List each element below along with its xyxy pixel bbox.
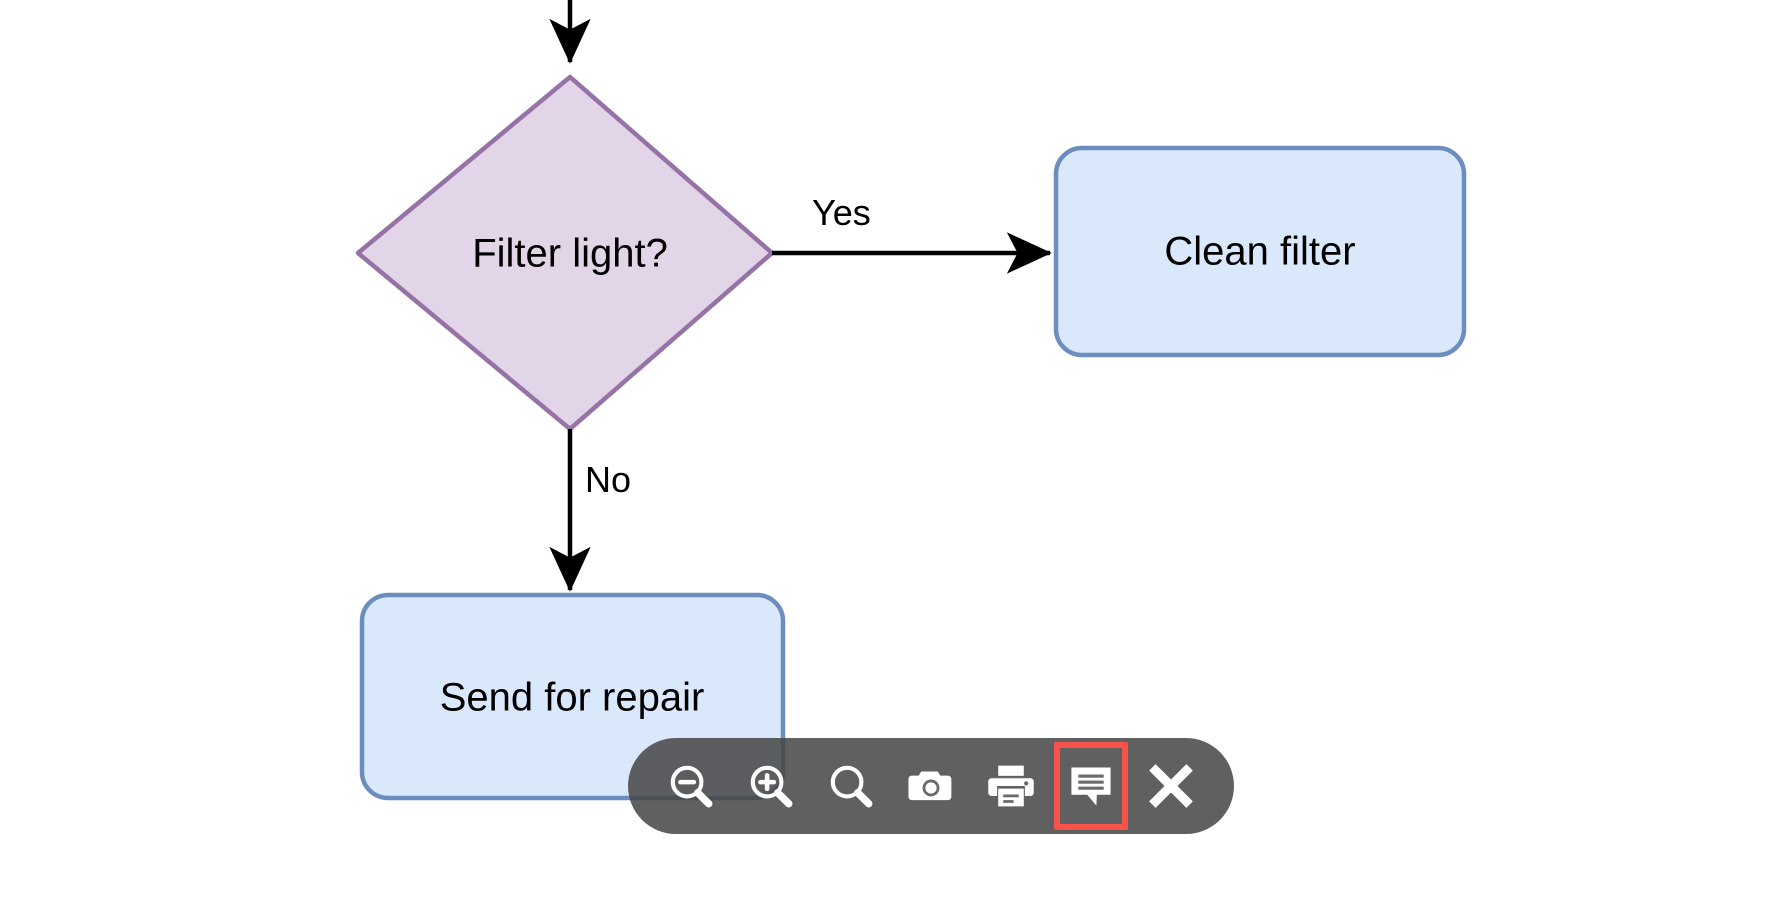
node-process-clean-filter[interactable]: Clean filter [1053, 145, 1467, 358]
edge-label-yes: Yes [812, 192, 871, 233]
zoom-in-icon [745, 760, 797, 812]
zoom-out-icon [665, 760, 717, 812]
print-button[interactable] [974, 742, 1048, 830]
node-label-clean-filter: Clean filter [1164, 230, 1355, 274]
printer-icon [985, 760, 1037, 812]
node-decision-filter-light[interactable]: Filter light? [355, 74, 775, 432]
edge-yes: Yes [772, 192, 1052, 274]
close-icon [1145, 760, 1197, 812]
camera-icon [905, 760, 957, 812]
search-icon [825, 760, 877, 812]
zoom-reset-button[interactable] [814, 742, 888, 830]
comment-button[interactable] [1054, 742, 1128, 830]
clean-filter-box [1053, 145, 1467, 358]
node-label-send-for-repair: Send for repair [440, 676, 705, 720]
close-button[interactable] [1134, 742, 1208, 830]
edge-no: No [549, 429, 631, 592]
zoom-in-button[interactable] [734, 742, 808, 830]
zoom-out-button[interactable] [654, 742, 728, 830]
snapshot-button[interactable] [894, 742, 968, 830]
comment-icon [1066, 761, 1116, 811]
edge-label-no: No [585, 459, 631, 500]
viewer-toolbar[interactable] [628, 738, 1234, 834]
node-label-decision: Filter light? [472, 232, 668, 276]
